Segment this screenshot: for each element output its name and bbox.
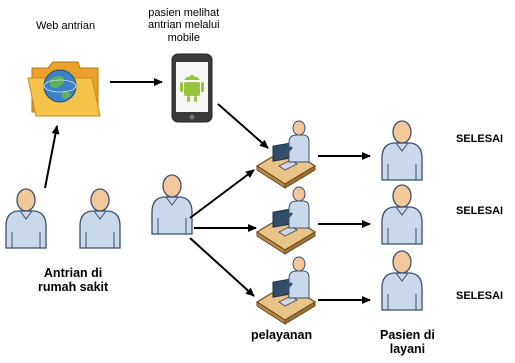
arrow-queue-to-web: [44, 125, 60, 189]
person-icon: [79, 188, 121, 249]
arrow-mobile-to-service: [217, 103, 269, 149]
person-icon: [151, 174, 193, 235]
done-label-2: SELESAI: [456, 205, 504, 217]
android-phone-icon: [171, 53, 213, 123]
service-label: pelayanan: [251, 328, 313, 342]
person-icon: [381, 184, 423, 245]
done-label-3: SELESAI: [456, 290, 504, 302]
service-desk-icon: [255, 185, 317, 256]
queue-label-line-2: rumah sakit: [38, 280, 109, 294]
service-desk-icon: [255, 119, 317, 190]
mobile-note-line-3: mobile: [167, 31, 200, 44]
done-label-1: SELESAI: [456, 133, 504, 145]
queue-label: Antrian di rumah sakit: [38, 266, 108, 294]
person-icon: [381, 120, 423, 181]
web-antrian-label: Web antrian: [36, 20, 96, 32]
patients-label-line-2: layani: [389, 342, 426, 356]
web-folder-globe-icon: [27, 61, 101, 117]
person-icon: [5, 188, 47, 249]
flow-arrows: [44, 78, 371, 304]
mobile-note-line-2: antrian melalui: [148, 19, 220, 32]
patients-label-line-1: Pasien di: [380, 328, 435, 342]
patients-label: Pasien di layani: [380, 328, 435, 356]
mobile-note-line-1: pasien melihat: [148, 7, 220, 19]
service-desk-icon: [255, 255, 317, 326]
queue-label-line-1: Antrian di: [43, 266, 103, 280]
person-icon: [381, 250, 423, 311]
arrow-to-service-3: [189, 237, 255, 297]
mobile-note: pasien melihat antrian melalui mobile: [148, 7, 220, 44]
arrow-to-service-1: [189, 169, 255, 219]
